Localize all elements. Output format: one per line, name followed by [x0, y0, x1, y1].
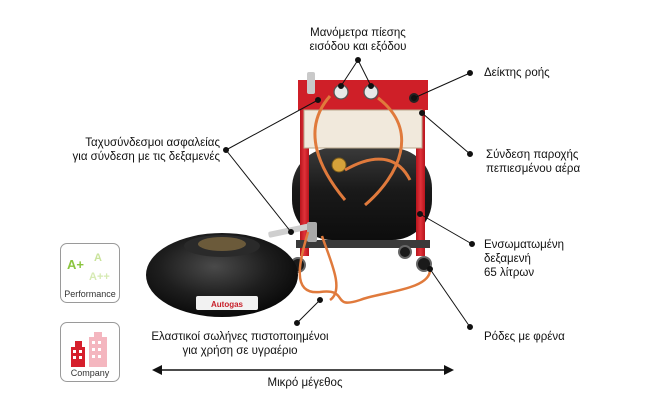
- label-quick-couplers: Ταχυσύνδεσμοι ασφαλείας για σύνδεση με τ…: [72, 137, 220, 163]
- frame-left-upright: [300, 86, 309, 256]
- hose-inner-1: [313, 95, 347, 201]
- built-in-cylinder: [292, 148, 432, 240]
- grade-a: A: [94, 252, 102, 264]
- label-wheels: Ρόδες με φρένα: [484, 331, 565, 343]
- hose-inner-2: [364, 96, 404, 207]
- company-caption: Company: [70, 368, 110, 378]
- panel-shelf: [303, 109, 423, 149]
- frame-right-upright: [416, 86, 425, 256]
- grade-a-plus: A+: [67, 257, 84, 272]
- label-air-supply: Σύνδεση παροχής πεπιεσμένου αέρα: [486, 149, 581, 175]
- company-badge: Company: [60, 322, 120, 382]
- buildings-icon: [71, 332, 107, 367]
- performance-grades-icon: A+ A A++: [67, 252, 110, 283]
- performance-caption: Performance: [64, 289, 116, 299]
- tank-label-plate: [196, 296, 258, 310]
- label-pressure-gauges: Μανόμετρα πίεσης εισόδου και εξόδου: [309, 27, 407, 53]
- label-built-in-tank: Ενσωματωμένη δεξαμενή 65 λίτρων: [484, 239, 565, 279]
- filling-machine: [290, 72, 432, 273]
- leader-lines: [223, 57, 475, 330]
- label-flexible-hoses: Ελαστικοί σωλήνες πιστοποιημένοι για χρή…: [151, 331, 329, 357]
- label-flow-indicator: Δείκτης ροής: [484, 67, 550, 79]
- long-hose: [298, 231, 432, 304]
- control-panel: [298, 80, 428, 110]
- frame-base: [296, 240, 430, 248]
- regulator-icon: [331, 157, 347, 173]
- tank-brand-text: Autogas: [211, 300, 244, 309]
- wheel-rear-icon: [398, 245, 412, 259]
- handle-left: [307, 72, 315, 94]
- label-small-size: Μικρό μέγεθος: [267, 377, 343, 389]
- grade-a-plus-plus: A++: [89, 271, 110, 283]
- performance-badge: A+ A A++ Performance: [60, 243, 120, 303]
- size-arrow: [152, 365, 454, 375]
- toroidal-tank: Autogas: [146, 233, 298, 317]
- hose-inner-3: [344, 157, 412, 181]
